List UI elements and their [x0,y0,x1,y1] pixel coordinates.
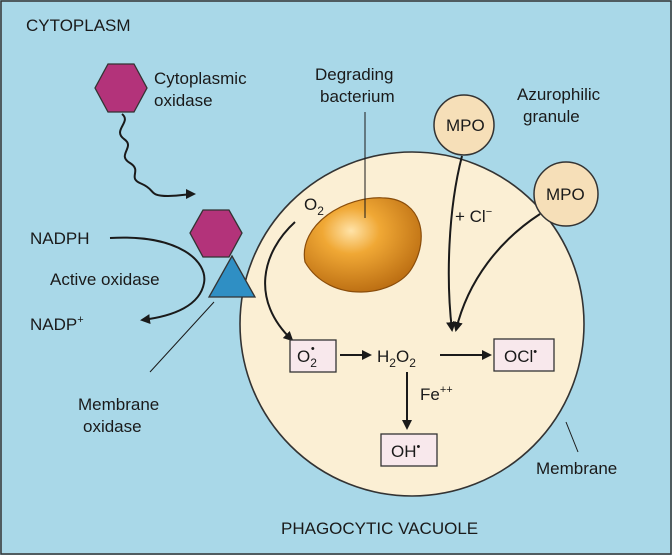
cytoplasmic-oxidase-wavy-arrow [119,113,196,200]
membrane-oxidase-leader [149,301,215,373]
membrane-leader [565,421,579,453]
membrane-oxidase-label: Membrane oxidase [78,395,164,436]
ocl-box [493,338,555,372]
membrane-oxidase-triangle-icon [207,254,257,298]
membrane-label: Membrane [536,459,617,478]
superoxide-label: O2• [297,343,317,370]
o2-to-superoxide-arrow [264,221,296,342]
mpo-right-label: MPO [546,185,585,204]
fe-label: Fe++ [420,384,453,404]
cytoplasm-label: CYTOPLASM [26,16,131,35]
degrading-bacterium-label: Degrading bacterium [315,65,398,106]
mpo-top-arrow [446,155,463,332]
mpo-right-arrow [453,213,541,332]
cytoplasmic-oxidase-label: Cytoplasmic oxidase [154,69,251,110]
membrane-oxidase-hexagon-icon [189,209,243,258]
mpo-granule-top [433,94,495,156]
nadp-label: NADP+ [30,314,84,334]
h2o2-label: H2O2 [377,347,416,370]
azurophilic-granule-label: Azurophilic granule [517,85,605,126]
oh-label: OH• [391,441,421,461]
phagocytic-vacuole-label: PHAGOCYTIC VACUOLE [281,519,478,538]
o2-label: O2 [304,195,324,218]
superoxide-box [289,339,337,373]
cytoplasmic-oxidase-hexagon-icon [94,63,148,113]
nadph-label: NADPH [30,229,90,248]
bacterium-shape [303,197,422,293]
nadph-arrow [109,236,206,324]
mpo-top-label: MPO [446,116,485,135]
oh-box [380,433,438,467]
chloride-label: + Cl− [455,206,492,226]
ocl-label: OCl• [504,346,537,366]
mpo-granule-right [533,161,599,227]
active-oxidase-label: Active oxidase [50,270,160,289]
